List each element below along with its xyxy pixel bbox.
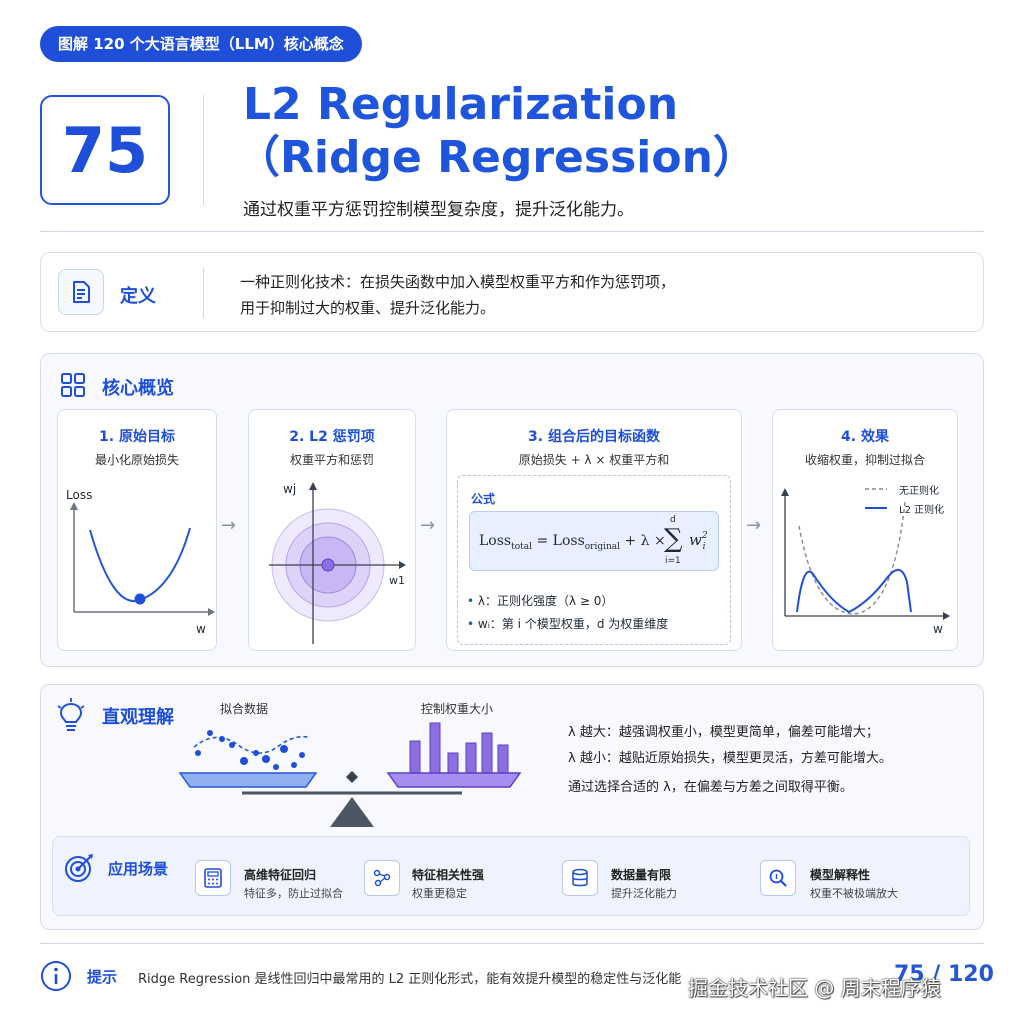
formula-display: Losstotal = Lossoriginal + λ × d ∑ i=1 w… [469,511,719,571]
definition-text-line1: 一种正则化技术：在损失函数中加入模型权重平方和作为惩罚项， [240,273,676,291]
balance-scale-illustration [178,722,522,827]
panel4-x-label: w [933,622,943,636]
legend-no-regularization: 无正则化 [899,486,939,497]
tip-label: 提示 [87,968,118,986]
page-subtitle: 通过权重平方惩罚控制模型复杂度，提升泛化能力。 [243,200,634,220]
header-rule [40,231,984,232]
panel1-x-label: w [196,622,206,636]
weight-term: w2i [689,531,708,552]
page-title-line2: （Ridge Regression） [236,132,757,183]
database-icon [562,860,598,896]
lightbulb-icon [56,698,86,738]
intuition-title: 直观理解 [102,707,174,728]
header-divider [203,95,204,205]
target-icon [64,853,94,887]
footer-rule [40,943,984,944]
lambda-bullet: • λ：正则化强度（λ ≥ 0） [467,594,614,608]
applications-card [52,836,970,916]
loss-total-subscript: total [511,541,533,552]
panel1-title: 1. 原始目标 [99,429,175,445]
plus-lambda-text: + λ × [624,533,666,549]
panel-combined-objective: 3. 组合后的目标函数 原始损失 + λ × 权重平方和 公式 Losstota… [446,409,742,651]
panel-effect: 4. 效果 收缩权重，抑制过拟合 无正则化 L2 正则化 w [772,409,958,651]
calculator-icon [195,860,231,896]
app-item-title: 模型解释性 [810,868,871,882]
sum-lower-limit: i=1 [665,556,681,566]
intuition-line1: λ 越大：越强调权重小，模型更简单，偏差可能增大； [568,725,879,740]
panel3-title: 3. 组合后的目标函数 [528,429,660,445]
series-badge: 图解 120 个大语言模型（LLM）核心概念 [40,26,362,62]
app-item-title: 特征相关性强 [412,868,485,882]
loss-original-subscript: original [584,541,621,552]
network-icon [364,860,400,896]
penalty-contour-chart [269,482,406,644]
sum-upper-limit: d [670,515,676,525]
intuition-line3: 通过选择合适的 λ，在偏差与方差之间取得平衡。 [568,780,853,795]
panel3-subtitle: 原始损失 + λ × 权重平方和 [518,453,670,467]
concept-number: 75 [40,95,170,205]
panel4-subtitle: 收缩权重，抑制过拟合 [804,453,925,467]
page-number: 75 / 120 [894,962,994,987]
grid-icon [60,372,86,402]
legend-l2-regularization: L2 正则化 [899,505,945,516]
app-item-desc: 提升泛化能力 [611,887,677,900]
arrow-right-icon: → [746,515,762,536]
panel1-y-label: Loss [66,488,93,502]
panel-l2-penalty: 2. L2 惩罚项 权重平方和惩罚 wj w1 [248,409,416,651]
definition-card [40,252,984,332]
document-icon [58,269,104,315]
legend-solid-line [865,507,887,509]
panel2-title: 2. L2 惩罚项 [289,429,375,445]
panel1-subtitle: 最小化原始损失 [94,453,179,467]
app-item-title: 数据量有限 [611,868,672,882]
applications-title: 应用场景 [108,860,169,878]
app-item-desc: 权重不被极端放大 [810,887,898,900]
loss-original-text: Loss [552,533,585,549]
app-item-desc: 权重更稳定 [412,887,467,900]
definition-divider [203,268,204,318]
sum-symbol: ∑ [664,524,683,554]
app-item-desc: 特征多，防止过拟合 [244,887,343,900]
effect-comparison-chart [781,488,950,620]
magnifier-icon [760,860,796,896]
panel4-title: 4. 效果 [841,429,889,445]
definition-text-line2: 用于抑制过大的权重、提升泛化能力。 [240,299,496,317]
info-icon [40,960,72,996]
loss-curve-chart [70,502,215,616]
panel-original-objective: 1. 原始目标 最小化原始损失 Loss w [57,409,217,651]
app-item-title: 高维特征回归 [244,868,317,882]
page-title-line1: L2 Regularization [243,79,679,130]
formula-box [457,475,731,645]
overview-title: 核心概览 [102,378,174,399]
panel2-x-label: w1 [389,574,405,587]
watermark: 掘金技术社区 @ 周末程序猿 [688,976,941,1000]
intuition-line2: λ 越小：越贴近原始损失，模型更灵活，方差可能增大。 [568,751,892,766]
panel2-y-label: wj [283,482,297,496]
arrow-right-icon: → [420,515,436,536]
legend-dashed-line [865,488,887,490]
weight-bullet: • wᵢ：第 i 个模型权重，d 为权重维度 [467,617,669,631]
arrow-right-icon: → [221,515,237,536]
weight-control-caption: 控制权重大小 [421,702,494,716]
definition-title: 定义 [120,286,156,307]
tip-text: Ridge Regression 是线性回归中最常用的 L2 正则化形式，能有效… [138,972,682,987]
panel2-subtitle: 权重平方和惩罚 [289,453,374,467]
fit-data-caption: 拟合数据 [220,702,269,716]
loss-total-text: Loss [479,533,512,549]
formula-label: 公式 [471,492,496,506]
